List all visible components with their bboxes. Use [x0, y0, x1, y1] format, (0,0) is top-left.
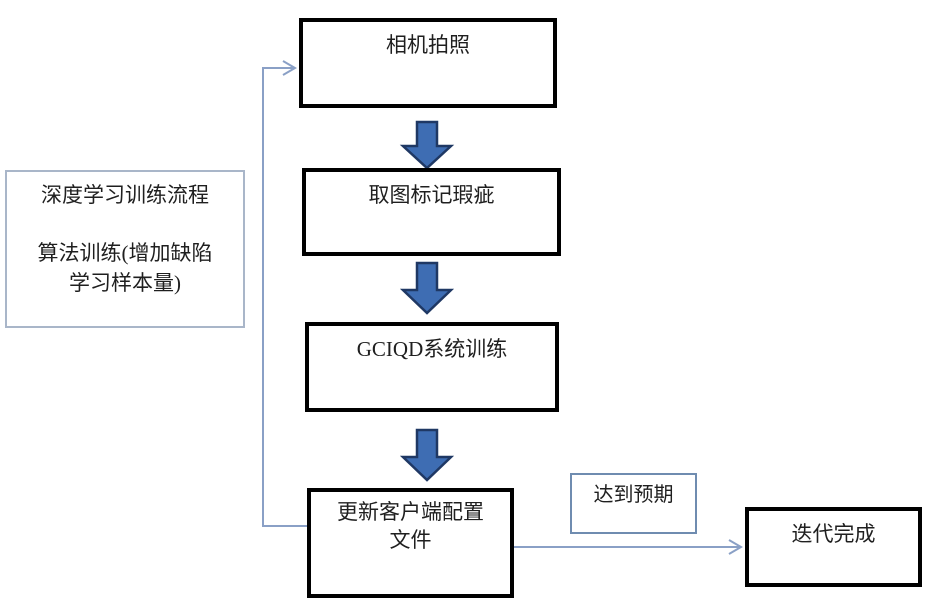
side-note-box: 深度学习训练流程 算法训练(增加缺陷 学习样本量): [5, 170, 245, 328]
side-note-line: 学习样本量): [69, 271, 181, 295]
node-label: GCIQD系统训练: [356, 337, 508, 361]
node-label: 相机拍照: [386, 33, 470, 57]
node-iteration-complete: 迭代完成: [745, 507, 922, 587]
feedback-arrowhead-icon: [282, 60, 297, 76]
node-label: 迭代完成: [791, 522, 876, 546]
condition-label: 达到预期: [593, 484, 674, 506]
node-label: 更新客户端配置: [337, 500, 484, 524]
node-camera-capture: 相机拍照: [299, 18, 557, 108]
down-block-arrow-icon: [399, 120, 455, 170]
side-note-line: 深度学习训练流程: [41, 183, 209, 207]
feedback-connector-line: [262, 67, 309, 527]
down-block-arrow-icon: [399, 261, 455, 315]
node-label: 取图标记瑕疵: [368, 183, 495, 207]
node-mark-defects: 取图标记瑕疵: [302, 168, 561, 256]
node-gciqd-training: GCIQD系统训练: [305, 322, 559, 412]
node-label: 文件: [389, 528, 432, 552]
down-block-arrow-icon: [399, 428, 455, 482]
node-update-client-config: 更新客户端配置 文件: [307, 488, 514, 598]
condition-label-box: 达到预期: [570, 473, 697, 534]
success-arrowhead-icon: [728, 539, 743, 555]
side-note-line: 算法训练(增加缺陷: [37, 241, 213, 265]
